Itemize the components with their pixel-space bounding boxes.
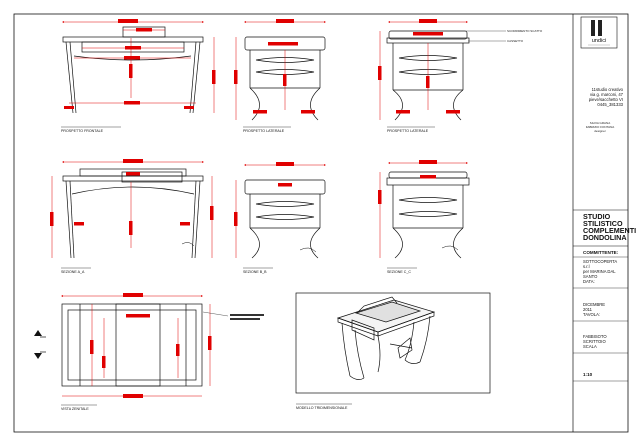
sheet-line-1: FABBISOTO — [583, 334, 607, 339]
front-elevation-view: PROSPETTO FRONTALE — [61, 19, 216, 133]
date-heading: DATA: — [583, 279, 595, 284]
sheet-line-2: SCRITTOIO — [583, 339, 606, 344]
client-line-4: SANTO — [583, 274, 598, 279]
project-title-line-2: STILISTICO — [583, 219, 623, 228]
side-elevation-right-view: SCORRIMENTO SCATTO CASSETTO PROSPETTO LA… — [378, 19, 543, 133]
side-callouts — [466, 30, 506, 42]
section-a-view: SEZIONE A_A — [50, 159, 214, 274]
client: COMMITTENTE: SOTTOCOPERTA s.r.l per MARI… — [573, 250, 628, 284]
client-line-3: per MARINA DAL — [583, 269, 616, 274]
address-line-2: via g. marconi, 47 — [590, 92, 624, 97]
sheet-border — [13, 13, 629, 433]
front-elevation-dimensions — [62, 19, 216, 113]
designer-2: FABRIZIO FONTANA — [586, 125, 615, 129]
sheet-heading: TAVOLA: — [583, 312, 600, 317]
front-elevation-label: PROSPETTO FRONTALE — [61, 129, 104, 133]
sheet-info: FABBISOTO SCRITTOIO SCALA — [583, 334, 607, 349]
date: DICEMBRE 2011 TAVOLA: — [583, 302, 605, 317]
note-scorrimento: SCORRIMENTO SCATTO — [507, 29, 543, 33]
section-c-view: SEZIONE C_C — [378, 160, 470, 274]
side-elevation-right-label: PROSPETTO LATERALE — [387, 129, 429, 133]
side-elevation-left-view: PROSPETTO LATERALE — [234, 19, 326, 133]
client-line-2: s.r.l — [583, 264, 590, 269]
section-c-label: SEZIONE C_C — [387, 270, 411, 274]
front-elevation-geometry — [62, 26, 204, 114]
scale-heading: SCALA — [583, 344, 597, 349]
model-3d-view: MODELLO TRIDIMENSIONALE — [295, 292, 491, 410]
top-view-label: VISTA ZENITALE — [61, 407, 89, 411]
model-3d-frame — [295, 292, 491, 394]
project-title-line-3: COMPLEMENTI — [583, 226, 636, 235]
address-line-3: pieve/sacchetto VI — [589, 97, 623, 102]
title-block: undici 11studio creativo via g. marconi,… — [573, 16, 636, 382]
note-cassetto: CASSETTO — [507, 39, 524, 43]
client-heading: COMMITTENTE: — [583, 250, 619, 255]
date-line-1: DICEMBRE — [583, 302, 605, 307]
side-elevation-left-label: PROSPETTO LATERALE — [243, 129, 285, 133]
studio-logo: undici — [580, 16, 618, 49]
address-line-4: 0445_381333 — [597, 102, 623, 107]
top-view: VISTA ZENITALE — [34, 293, 264, 411]
client-line-1: SOTTOCOPERTA — [583, 259, 617, 264]
address-line-1: 11studio creativo — [592, 87, 624, 92]
scale-value: 1:10 — [583, 372, 593, 377]
project-title: STUDIO STILISTICO COMPLEMENTI DONDOLINA — [583, 212, 636, 242]
model-3d-label: MODELLO TRIDIMENSIONALE — [296, 406, 348, 410]
designer-1: SILVIA GRANA — [590, 121, 610, 125]
section-b-view: SEZIONE B_B — [234, 162, 326, 274]
section-a-label: SEZIONE A_A — [61, 270, 85, 274]
project-title-line-1: STUDIO — [583, 212, 611, 221]
designers: SILVIA GRANA FABRIZIO FONTANA designer — [586, 121, 615, 133]
logo-text: undici — [592, 38, 607, 44]
section-b-label: SEZIONE B_B — [243, 270, 267, 274]
project-title-line-4: DONDOLINA — [583, 233, 627, 242]
studio-address: 11studio creativo via g. marconi, 47 pie… — [589, 87, 624, 107]
date-line-2: 2011 — [583, 307, 593, 312]
designer-role: designer — [594, 129, 606, 133]
